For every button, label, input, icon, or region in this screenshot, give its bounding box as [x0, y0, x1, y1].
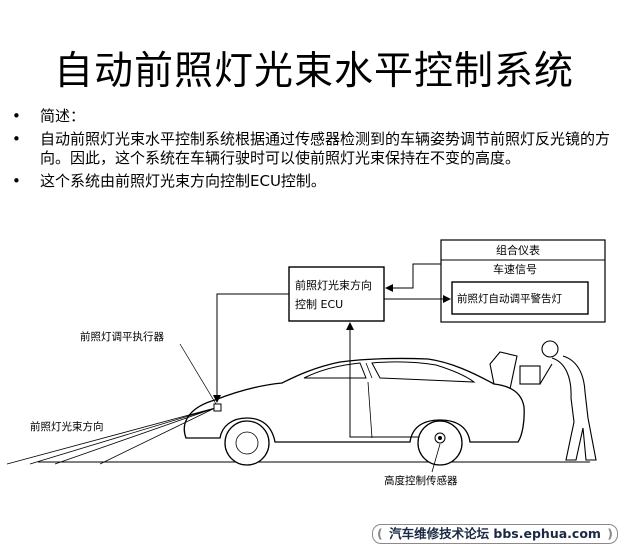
system-diagram: 前照灯光束方向 控制 ECU 组合仪表 车速信号 前照灯自动调平警告灯 前照灯调… [6, 239, 606, 487]
headlight-actuator [213, 403, 222, 412]
warning-lamp-box [451, 281, 589, 315]
beam-direction-label: 前照灯光束方向 [30, 420, 104, 433]
open-trunk-lid [489, 351, 518, 390]
bullet-text: 这个系统由前照灯光束方向控制ECU控制。 [40, 172, 326, 190]
page-title: 自动前照灯光束水平控制系统 [53, 49, 574, 94]
car-body [183, 357, 525, 443]
bullet-text: 简述： [40, 107, 86, 125]
speed-signal-label: 车速信号 [493, 262, 537, 276]
bullet-list: • 简述： • 自动前照灯光束水平控制系统根据通过传感器检测到的车辆姿势调节前照… [10, 107, 622, 195]
actuator-label: 前照灯调平执行器 [80, 330, 164, 343]
car-pillar [365, 362, 373, 379]
actuator-line [213, 293, 289, 403]
actuator-leader [179, 343, 217, 405]
combination-meter-label: 组合仪表 [496, 243, 540, 257]
bullet-item-description: • 自动前照灯光束水平控制系统根据通过传感器检测到的车辆姿势调节前照灯反光镜的方… [10, 130, 622, 168]
bullet-item-summary: • 简述： [10, 107, 622, 126]
ecu-label-line2: 控制 ECU [295, 297, 343, 311]
ecu-label-line1: 前照灯光束方向 [295, 278, 372, 292]
height-sensor-center [438, 436, 442, 440]
bullet-dot: • [12, 107, 21, 125]
forum-watermark: ( 汽车维修技术论坛 bbs.ephua.com ) [372, 524, 618, 544]
watermark-right-bracket: ) [607, 526, 613, 541]
watermark-left-bracket: ( [377, 526, 383, 541]
speed-signal-line [385, 263, 441, 292]
car-windows [303, 361, 476, 383]
headlight-beam [6, 407, 216, 465]
height-sensor-label: 高度控制传感器 [384, 474, 458, 487]
front-wheel [224, 420, 270, 466]
bullet-dot: • [12, 172, 21, 190]
bullet-text: 自动前照灯光束水平控制系统根据通过传感器检测到的车辆姿势调节前照灯反光镜的方向。… [40, 130, 611, 167]
warning-lamp-label: 前照灯自动调平警告灯 [457, 292, 562, 305]
car-door-line [367, 381, 373, 439]
front-wheel-hub [235, 431, 259, 455]
watermark-text: 汽车维修技术论坛 bbs.ephua.com [389, 526, 601, 541]
ecu-box [288, 266, 385, 322]
bullet-item-ecu: • 这个系统由前照灯光束方向控制ECU控制。 [10, 172, 622, 191]
height-sensor-leader [431, 443, 441, 473]
person-figure [519, 340, 597, 461]
bullet-dot: • [12, 130, 21, 148]
